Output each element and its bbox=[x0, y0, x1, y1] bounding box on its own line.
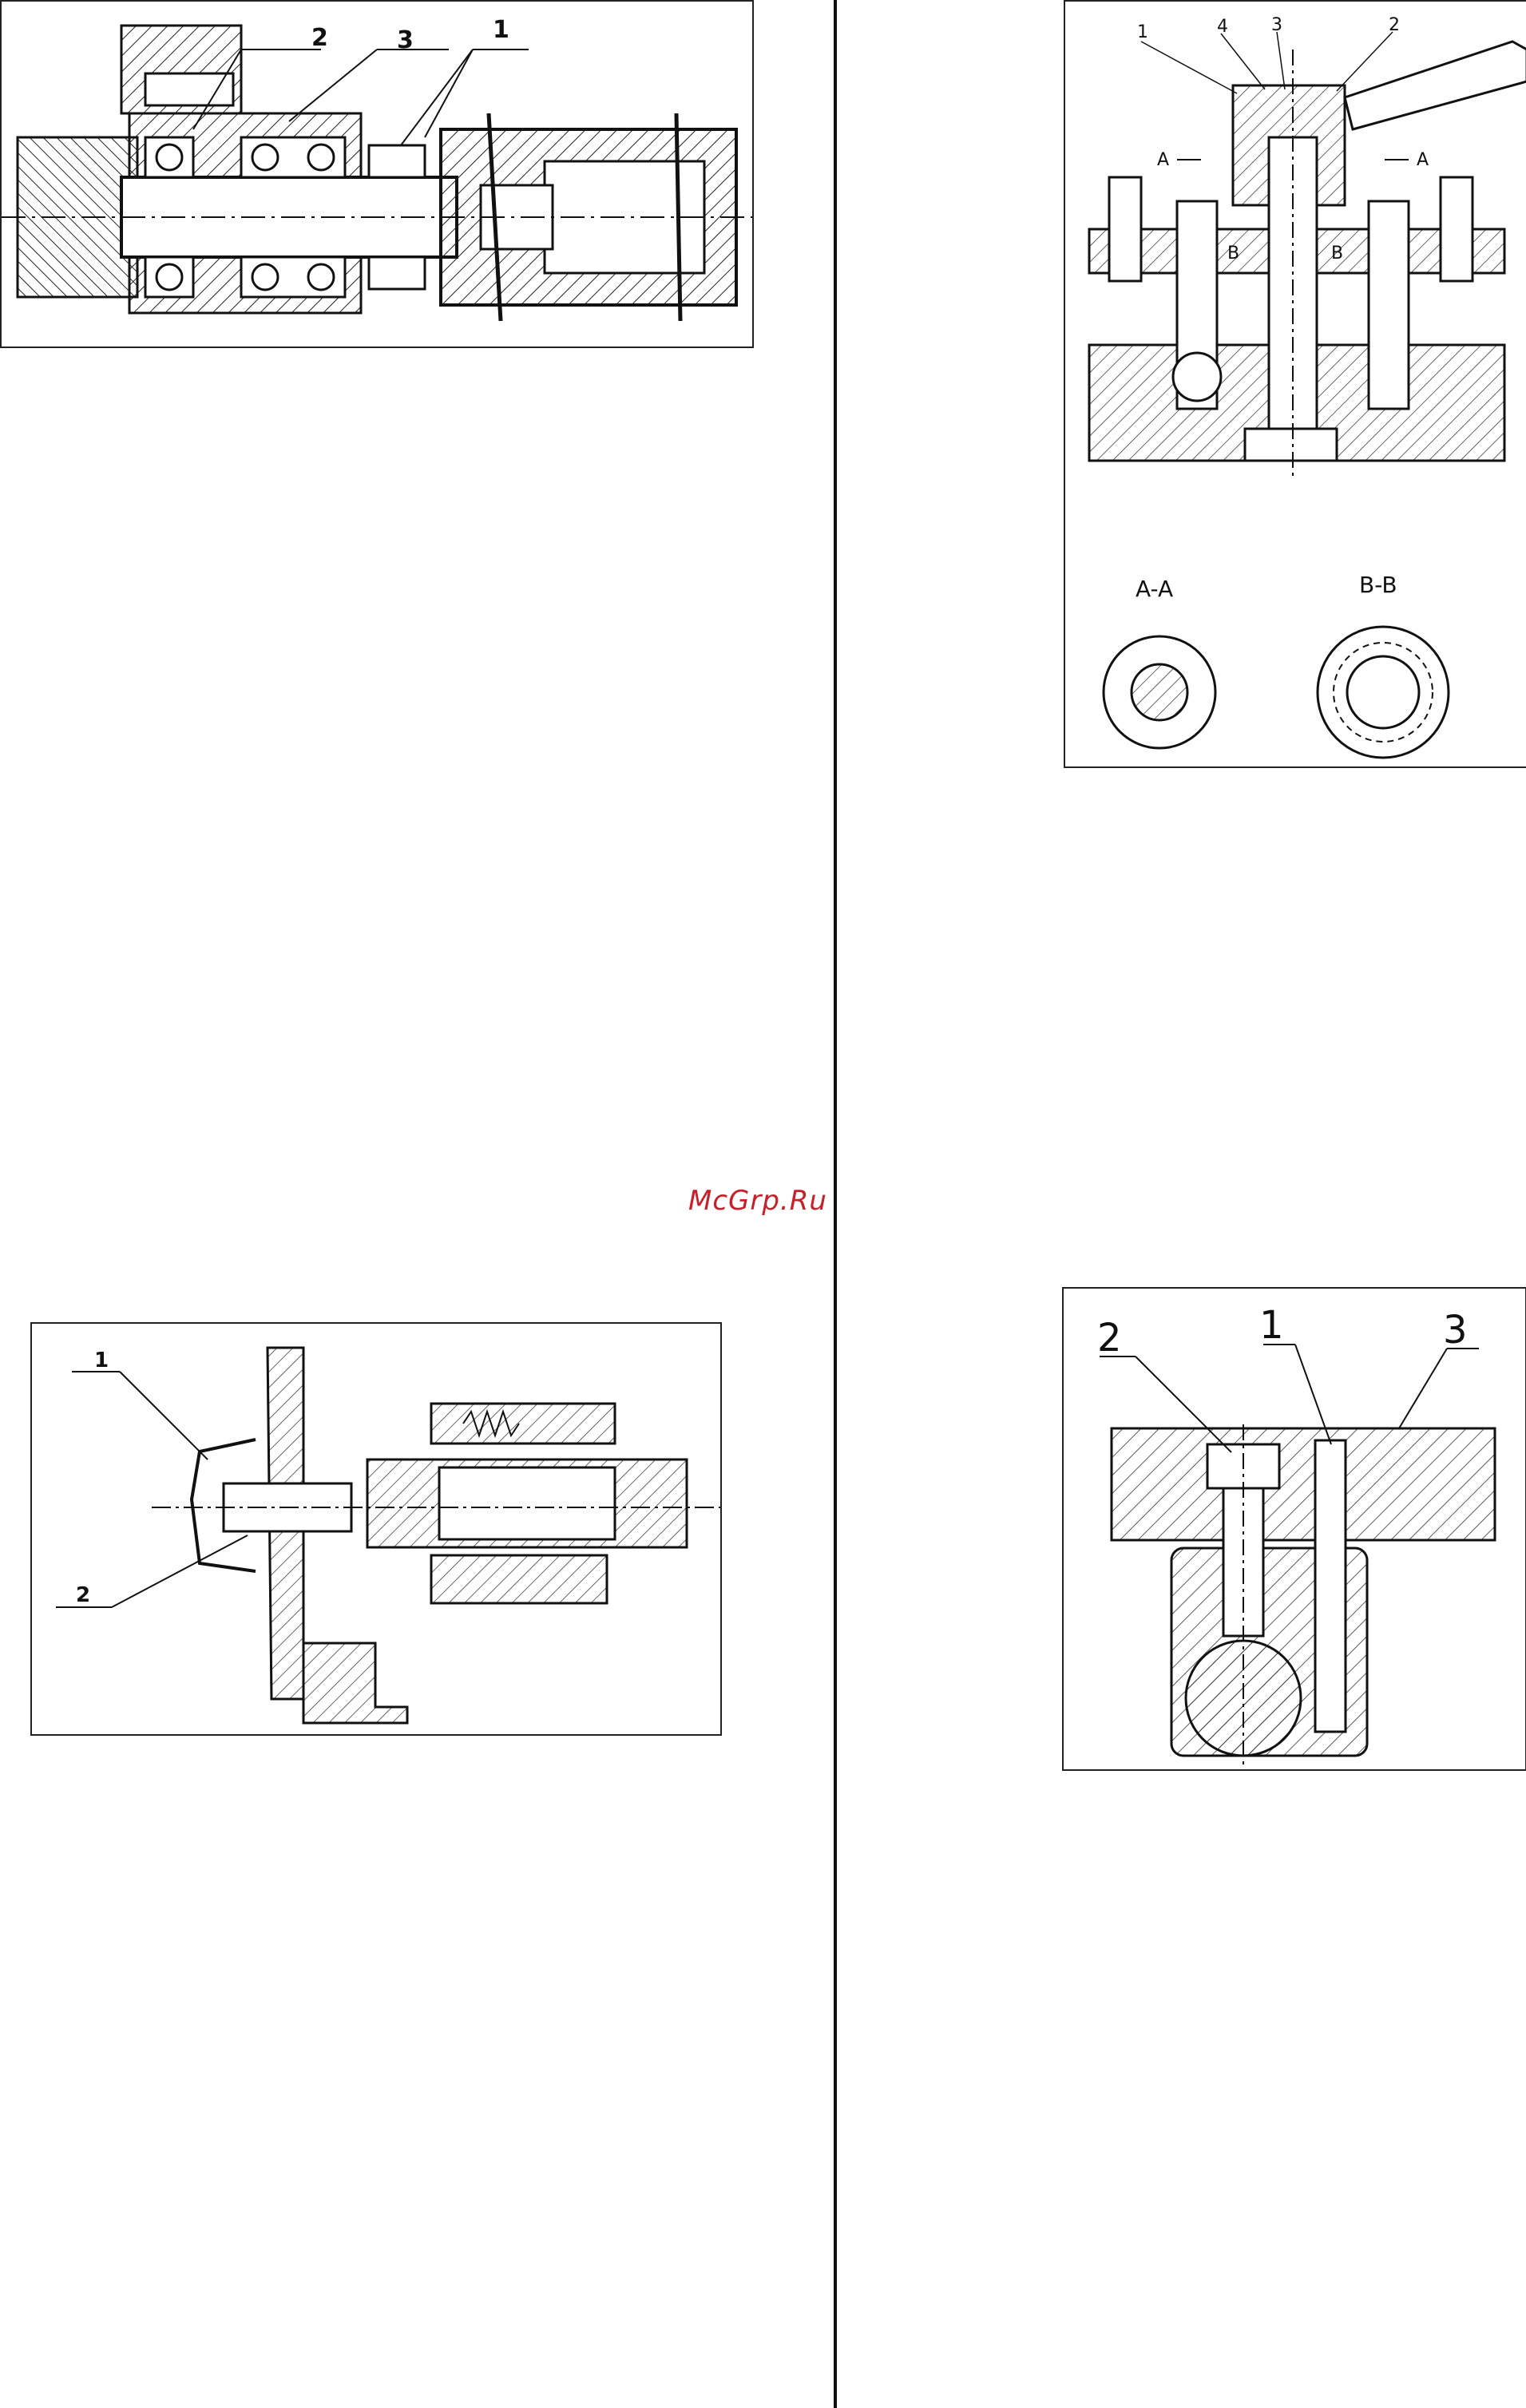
section-mark-b-right: B bbox=[1331, 244, 1343, 263]
pin-drawing: 2 1 3 bbox=[1064, 1289, 1525, 1769]
column-divider bbox=[834, 0, 837, 2408]
lock-callout-2: 2 bbox=[76, 1583, 90, 1607]
section-title-b-b: B-B bbox=[1359, 572, 1397, 598]
pin-callout-3: 3 bbox=[1443, 1308, 1468, 1353]
callout-3: 3 bbox=[397, 26, 414, 54]
callout-1: 1 bbox=[493, 16, 509, 44]
figure-locking-device: 1 2 bbox=[30, 1322, 722, 1736]
section-mark-b-left: B bbox=[1227, 244, 1239, 263]
pin-callout-1: 1 bbox=[1259, 1303, 1284, 1348]
pin-callout-2: 2 bbox=[1097, 1316, 1122, 1360]
figure-pin-detail: 2 1 3 bbox=[1062, 1287, 1526, 1771]
lock-drawing: 1 2 bbox=[32, 1324, 720, 1734]
fixture-drawing: 1 4 3 2 A A B B A-A B-B bbox=[1065, 2, 1526, 766]
figure-fixture-assembly: 1 4 3 2 A A B B A-A B-B bbox=[1064, 0, 1526, 768]
figure-spindle-assembly: 2 3 1 bbox=[0, 0, 754, 348]
section-mark-a-right: A bbox=[1417, 150, 1429, 170]
lock-callout-1: 1 bbox=[94, 1349, 109, 1372]
watermark-text: McGrp.Ru bbox=[688, 1185, 827, 1217]
fixture-callout-3: 3 bbox=[1271, 15, 1282, 35]
fixture-callout-4: 4 bbox=[1217, 17, 1228, 37]
section-title-a-a: A-A bbox=[1136, 576, 1173, 602]
fixture-callout-1: 1 bbox=[1137, 22, 1148, 42]
spindle-drawing: 2 3 1 bbox=[2, 2, 752, 347]
callout-2: 2 bbox=[311, 24, 328, 52]
fixture-callout-2: 2 bbox=[1389, 15, 1400, 35]
section-mark-a-left: A bbox=[1157, 150, 1169, 170]
